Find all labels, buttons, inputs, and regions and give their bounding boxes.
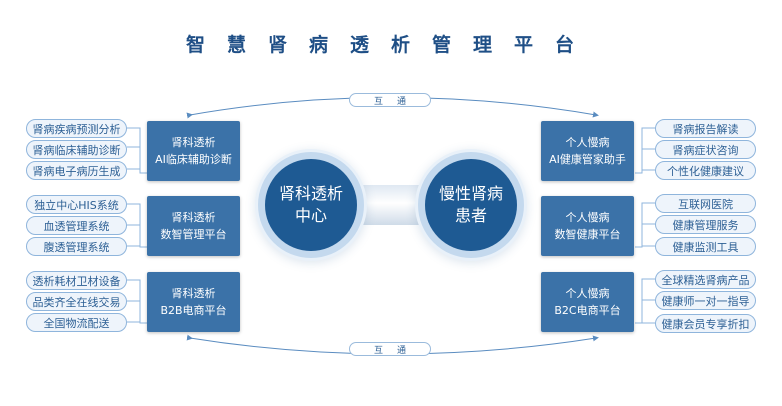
feature-pill: 全球精选肾病产品 <box>655 270 756 289</box>
feature-pill: 健康监测工具 <box>655 237 756 256</box>
left-platform-box: 肾科透析 数智管理平台 <box>147 196 240 256</box>
feature-pill: 独立中心HIS系统 <box>26 195 127 214</box>
left-platform-box: 肾科透析 AI临床辅助诊断 <box>147 121 240 181</box>
box-line: 肾科透析 <box>171 287 216 300</box>
box-line: 个人慢病 <box>565 211 610 224</box>
box-line: B2B电商平台 <box>160 304 227 317</box>
top-connector-label: 互通 <box>349 93 431 107</box>
feature-pill: 肾病报告解读 <box>655 119 756 138</box>
box-line: 数智管理平台 <box>160 228 227 241</box>
box-line: 个人慢病 <box>565 136 610 149</box>
right-platform-box: 个人慢病 AI健康管家助手 <box>541 121 634 181</box>
box-line: 数智健康平台 <box>554 228 621 241</box>
page-title: 智慧肾病透析管理平台 <box>185 34 596 56</box>
feature-pill: 健康管理服务 <box>655 215 756 234</box>
hub-line: 肾科透析 <box>278 184 343 203</box>
box-line: B2C电商平台 <box>554 304 621 317</box>
hub-line: 患者 <box>454 206 487 225</box>
right-platform-box: 个人慢病 数智健康平台 <box>541 196 634 256</box>
feature-pill: 透析耗材卫材设备 <box>26 271 127 290</box>
feature-pill: 肾病症状咨询 <box>655 140 756 159</box>
box-line: AI临床辅助诊断 <box>155 153 232 166</box>
feature-pill: 健康会员专享折扣 <box>655 314 756 333</box>
box-line: 个人慢病 <box>565 287 610 300</box>
feature-pill: 全国物流配送 <box>26 313 127 332</box>
feature-pill: 健康师一对一指导 <box>655 291 756 310</box>
feature-pill: 个性化健康建议 <box>655 161 756 180</box>
bottom-connector-label: 互通 <box>349 342 431 356</box>
box-line: 肾科透析 <box>171 211 216 224</box>
hub-dialysis-center: 肾科透析 中心 <box>265 159 357 251</box>
box-line: AI健康管家助手 <box>549 153 626 166</box>
feature-pill: 肾病电子病历生成 <box>26 161 127 180</box>
feature-pill: 血透管理系统 <box>26 216 127 235</box>
hub-line: 中心 <box>294 206 327 225</box>
hub-ckd-patient: 慢性肾病 患者 <box>425 159 517 251</box>
right-platform-box: 个人慢病 B2C电商平台 <box>541 272 634 332</box>
feature-pill: 互联网医院 <box>655 194 756 213</box>
left-platform-box: 肾科透析 B2B电商平台 <box>147 272 240 332</box>
feature-pill: 肾病疾病预测分析 <box>26 119 127 138</box>
hub-line: 慢性肾病 <box>438 184 503 203</box>
box-line: 肾科透析 <box>171 136 216 149</box>
feature-pill: 肾病临床辅助诊断 <box>26 140 127 159</box>
feature-pill: 腹透管理系统 <box>26 237 127 256</box>
feature-pill: 品类齐全在线交易 <box>26 292 127 311</box>
